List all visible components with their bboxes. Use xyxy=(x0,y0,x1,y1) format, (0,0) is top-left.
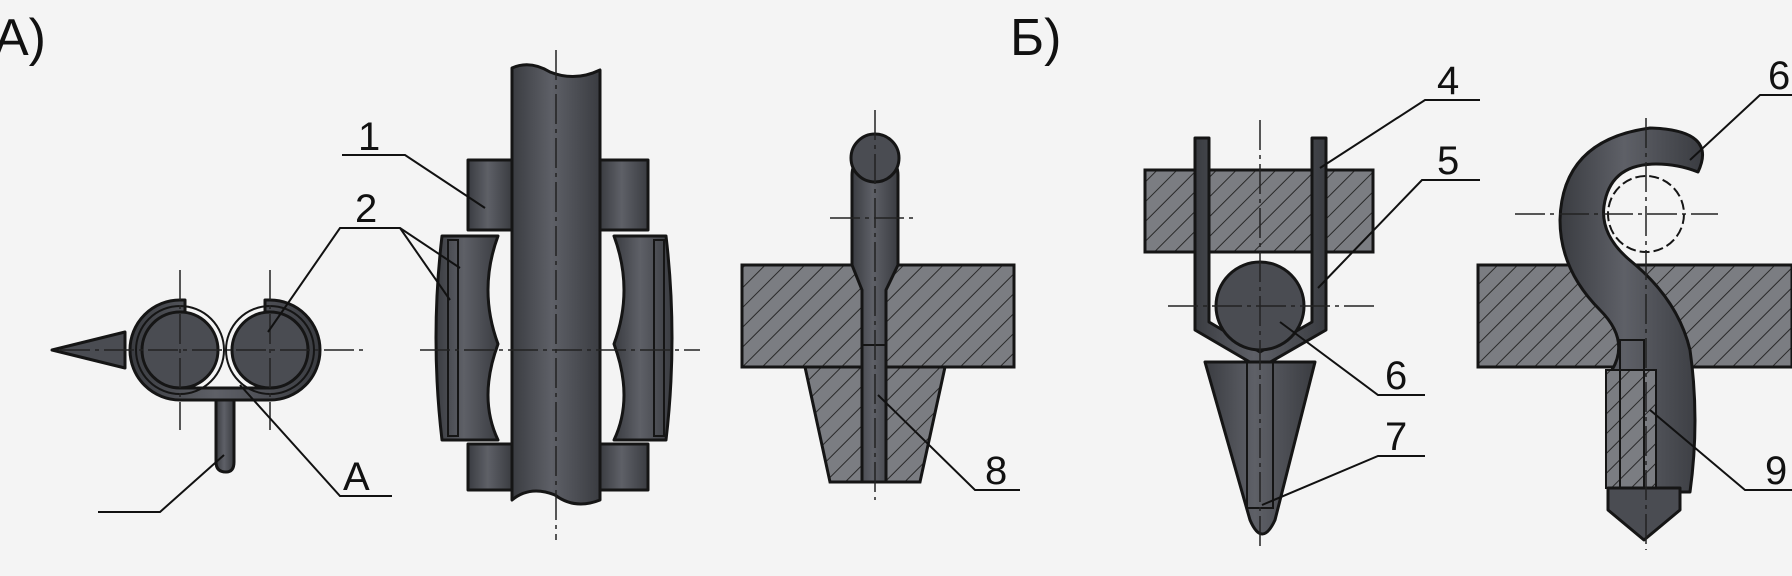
svg-text:6: 6 xyxy=(1385,354,1407,398)
roll-clamp-assembly xyxy=(50,270,365,474)
svg-text:4: 4 xyxy=(1437,59,1459,103)
callout-6-left: 6 xyxy=(1279,321,1425,398)
svg-text:1: 1 xyxy=(358,115,380,159)
svg-text:9: 9 xyxy=(1765,449,1787,493)
hook-plate-assembly xyxy=(1476,118,1792,550)
svg-text:6: 6 xyxy=(1768,54,1790,98)
pin-plate-assembly xyxy=(740,110,1016,500)
svg-text:7: 7 xyxy=(1385,415,1407,459)
callout-unlabeled xyxy=(98,454,225,513)
svg-text:A: A xyxy=(343,455,370,499)
callout-5: 5 xyxy=(1317,139,1480,289)
callout-6-right: 6 xyxy=(1689,54,1792,161)
callout-7: 7 xyxy=(1261,415,1425,506)
shaft-roller-assembly xyxy=(420,50,700,540)
callout-9: 9 xyxy=(1649,409,1792,493)
callout-1: 1 xyxy=(342,115,486,209)
callout-4: 4 xyxy=(1319,59,1480,169)
svg-text:2: 2 xyxy=(355,187,377,231)
panel-label-a: А) xyxy=(0,9,46,67)
callout-8: 8 xyxy=(877,394,1020,493)
panel-label-b: Б) xyxy=(1010,9,1061,67)
callout-2: 2 xyxy=(267,187,461,333)
svg-text:5: 5 xyxy=(1437,139,1459,183)
fork-clamp-assembly xyxy=(1143,120,1375,550)
svg-text:8: 8 xyxy=(985,449,1007,493)
callout-A: A xyxy=(239,384,392,499)
